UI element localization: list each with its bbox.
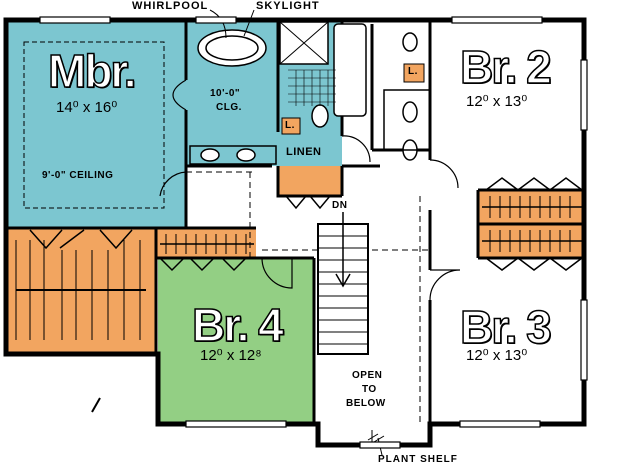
bath-clg-label: CLG. (216, 102, 242, 113)
laundry-mark-bath: L. (285, 120, 295, 131)
br4-room-name: Br. 4 (191, 298, 284, 352)
open-below-1: OPEN (352, 370, 383, 381)
mbr-ceiling: 9'-0" CEILING (42, 170, 114, 181)
windows (39, 16, 588, 449)
tub (333, 23, 367, 117)
br4-dimensions: 12⁰ x 12⁸ (200, 347, 262, 364)
exterior-walls (3, 17, 587, 448)
br3-room-name: Br. 3 (459, 300, 552, 354)
stair-down-label: DN (332, 200, 348, 211)
bifold-doors (29, 177, 583, 272)
open-below-2: TO (362, 384, 377, 395)
laundry-box-bath (281, 117, 301, 135)
fixtures (189, 21, 431, 165)
br3-dimensions: 12⁰ x 13⁰ (466, 347, 528, 364)
closet-hatching (15, 196, 582, 340)
skylight-callout: SKYLIGHT (256, 0, 320, 12)
br2-room-name: Br. 2 (459, 40, 552, 94)
toilet (311, 104, 329, 128)
shower-tiles (288, 69, 336, 106)
whirlpool-callout: WHIRLPOOL (132, 0, 209, 12)
stairway (317, 212, 369, 355)
mbr-room-name: Mbr. (47, 44, 137, 98)
bedroom-4-area (158, 258, 314, 424)
plant-shelf-callout: PLANT SHELF (378, 454, 458, 465)
interior-walls (6, 20, 584, 424)
door-swings (159, 79, 461, 301)
mbr-dimensions: 14⁰ x 16⁰ (56, 99, 118, 116)
bath-clg-height: 10'-0" (210, 88, 241, 99)
laundry-mark-hall: L. (408, 66, 418, 77)
br2-dimensions: 12⁰ x 13⁰ (466, 93, 528, 110)
master-bedroom-area (6, 20, 186, 228)
tray-ceiling-outline (23, 41, 165, 209)
linen-label: LINEN (286, 146, 322, 158)
laundry-box-hall (403, 63, 425, 83)
linen-closet-area (278, 166, 342, 196)
open-below-3: BELOW (346, 398, 386, 409)
